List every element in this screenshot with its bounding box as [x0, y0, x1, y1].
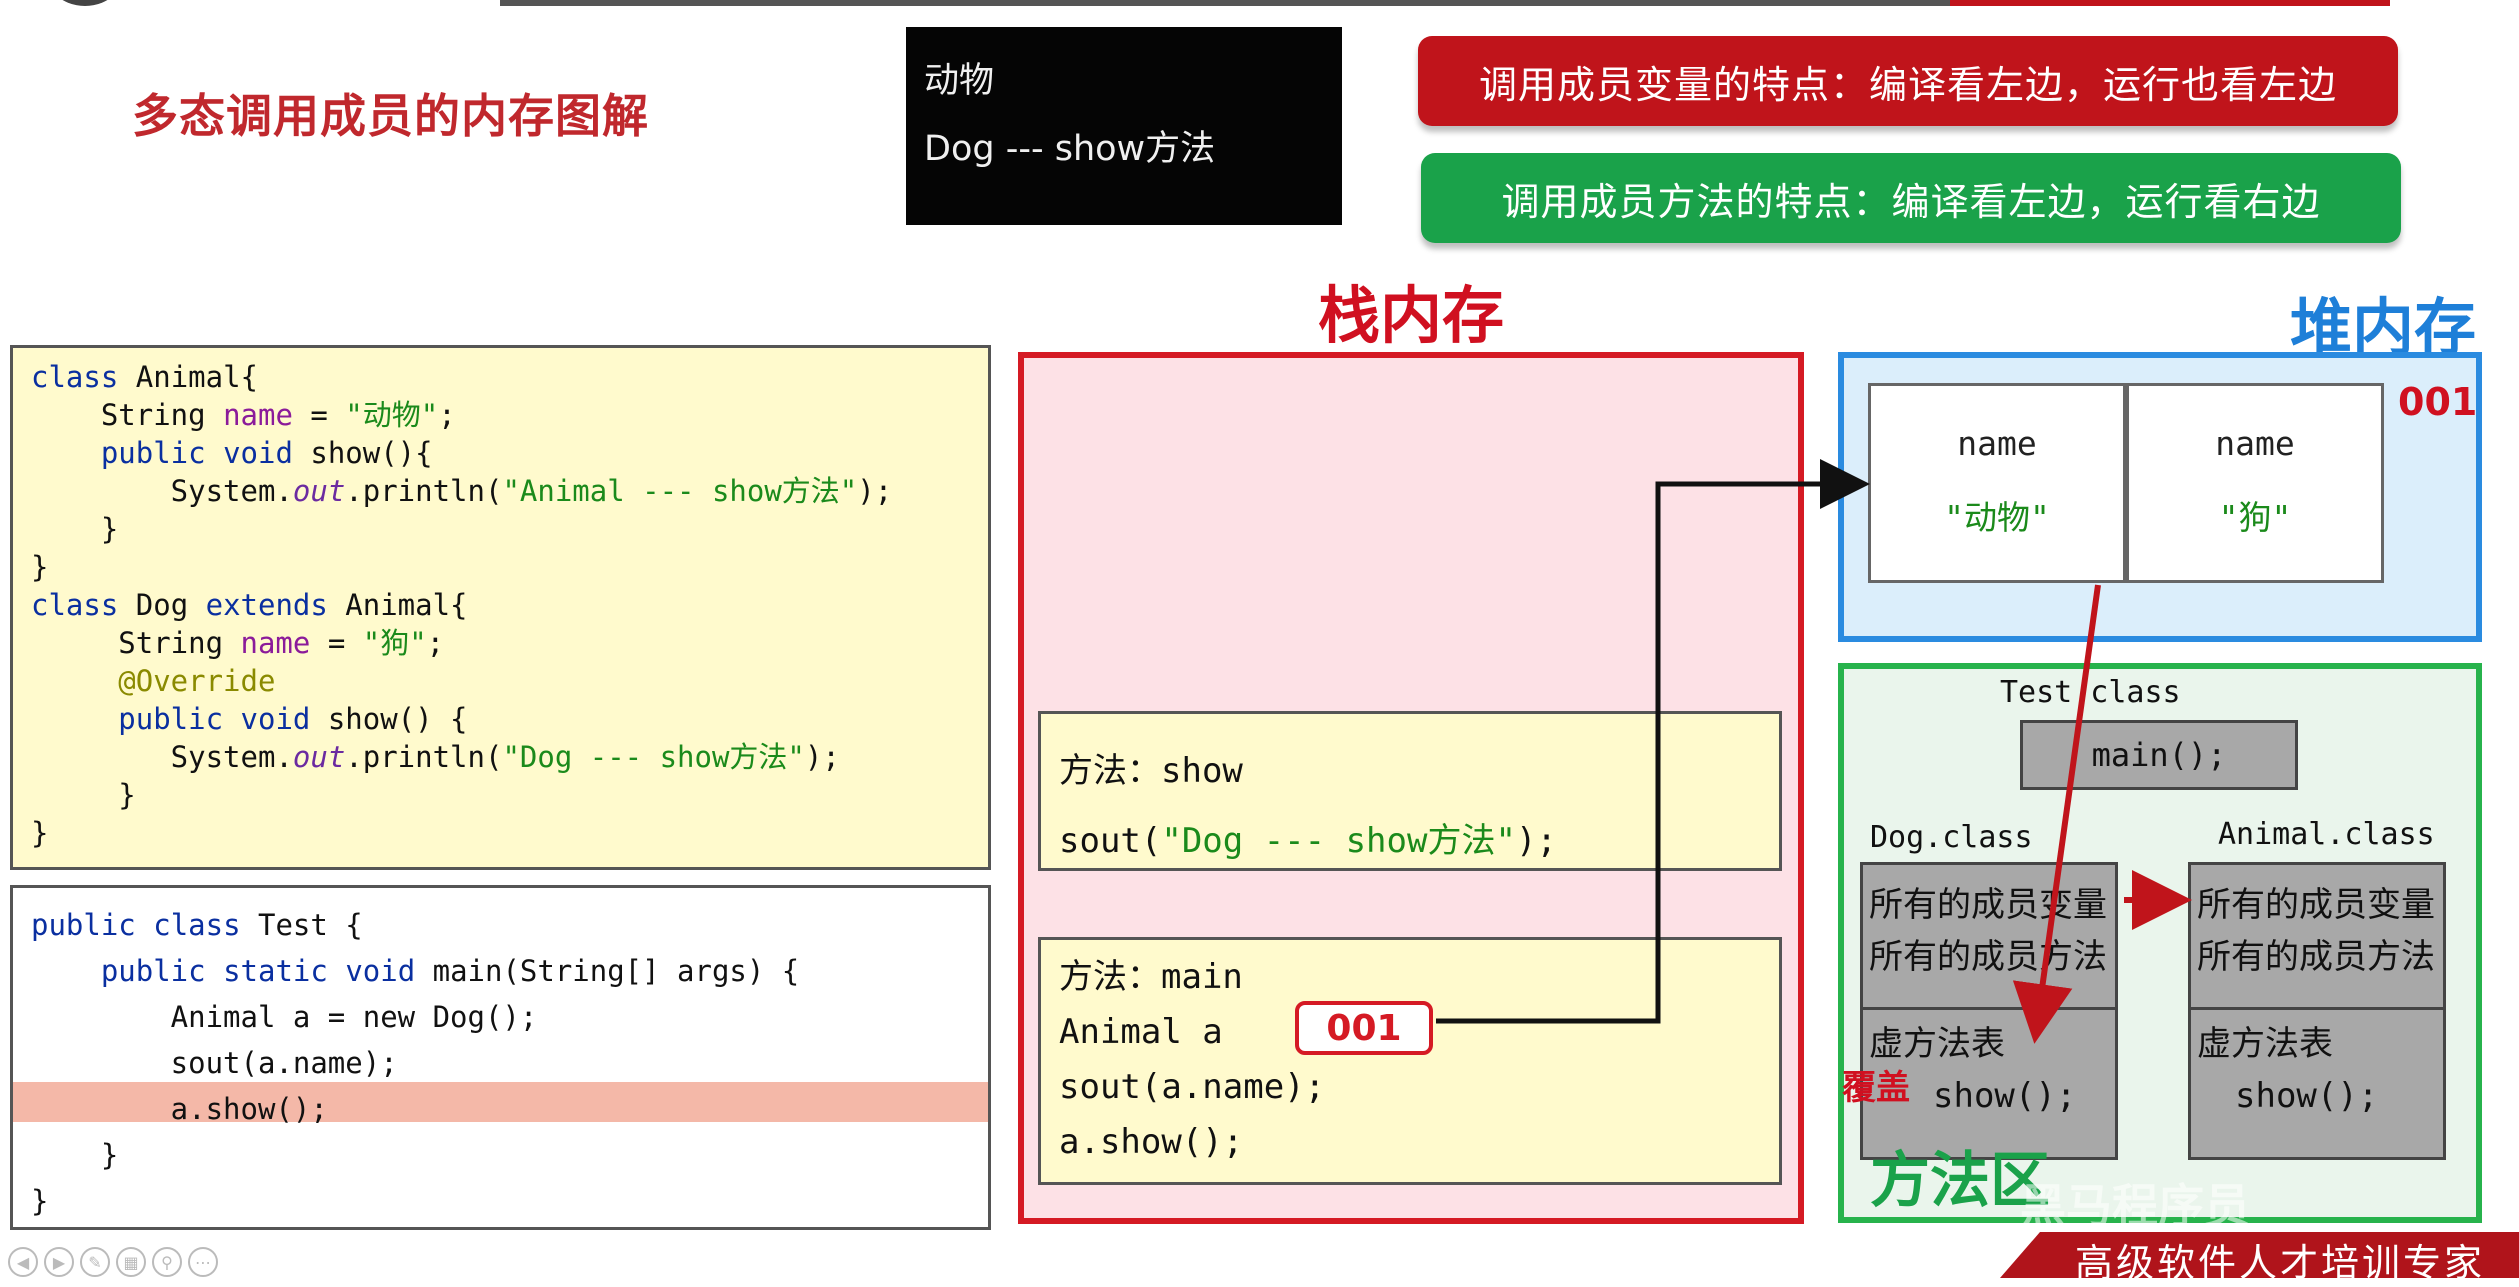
stack-frame-main: 方法：main Animal a sout(a.name); a.show();	[1038, 937, 1782, 1185]
heap-field-animal: name "动物"	[1868, 383, 2126, 583]
code-animal-dog: class Animal{ String name = "动物"; public…	[10, 345, 991, 870]
code-line: sout(a.name);	[31, 1046, 398, 1080]
frame-line: sout("Dog --- show方法");	[1059, 821, 1557, 861]
code-line: }	[31, 1184, 49, 1218]
main-method-box: main();	[2020, 720, 2298, 790]
code-line: System.out.println("Animal --- show方法");	[31, 474, 893, 508]
code-test: public class Test { public static void m…	[10, 885, 991, 1230]
pen-icon[interactable]: ✎	[80, 1247, 110, 1277]
code-line: }	[31, 1138, 119, 1172]
footer-band	[2000, 1232, 2519, 1278]
code-line: public class Test {	[31, 908, 363, 942]
member-methods: 所有的成员方法	[1869, 937, 2107, 977]
frame-line: Animal a	[1059, 1012, 1223, 1052]
zoom-icon[interactable]: ⚲	[152, 1247, 182, 1277]
code-line: }	[31, 816, 49, 850]
field-value: "动物"	[1944, 498, 2050, 537]
field-rule-banner: 调用成员变量的特点：编译看左边，运行也看左边	[1418, 36, 2398, 126]
member-vars: 所有的成员变量	[2197, 885, 2435, 925]
code-line: public void show(){	[31, 436, 433, 470]
field-value: "狗"	[2218, 498, 2292, 537]
dog-class-box: 所有的成员变量 所有的成员方法 虚方法表 show();	[1860, 862, 2118, 1160]
frame-header: 方法：show	[1059, 751, 1243, 791]
code-line: String name = "动物";	[31, 398, 456, 432]
stack-title: 栈内存	[1318, 279, 1505, 352]
animal-class-label: Animal.class	[2218, 817, 2435, 852]
vtable-label: 虚方法表	[1869, 1024, 2005, 1064]
current-line-highlight	[13, 1082, 988, 1122]
code-line: String name = "狗";	[31, 626, 445, 660]
watermark: 黑马程序员	[2020, 1179, 2250, 1233]
frame-header: 方法：main	[1059, 957, 1243, 997]
logo-badge	[40, 0, 130, 6]
field-name: name	[2215, 424, 2295, 463]
reference-address: 001	[1295, 1001, 1433, 1055]
vtable-show: show();	[2235, 1076, 2379, 1116]
heap-address: 001	[2398, 380, 2478, 424]
field-name: name	[1957, 424, 2037, 463]
code-line: class Dog extends Animal{	[31, 588, 468, 622]
code-line: a.show();	[31, 1092, 328, 1126]
more-options-icon[interactable]: ⋯	[188, 1247, 218, 1277]
reference-arrow	[1436, 459, 1870, 1024]
code-line: }	[31, 778, 136, 812]
heap-title: 堆内存	[2290, 291, 2477, 364]
code-line: class Animal{	[31, 360, 258, 394]
member-methods: 所有的成员方法	[2197, 937, 2435, 977]
vtable-show: show();	[1933, 1076, 2077, 1116]
code-line: public static void main(String[] args) {	[31, 954, 800, 988]
prev-slide-icon[interactable]: ◀	[8, 1247, 38, 1277]
code-line: }	[31, 512, 119, 546]
next-slide-icon[interactable]: ▶	[44, 1247, 74, 1277]
slides-grid-icon[interactable]: ▦	[116, 1247, 146, 1277]
frame-line: a.show();	[1059, 1122, 1244, 1162]
code-line: }	[31, 550, 49, 584]
test-class-label: Test class	[2000, 675, 2181, 710]
animal-class-box: 所有的成员变量 所有的成员方法 虚方法表 show();	[2188, 862, 2446, 1160]
frame-line: sout(a.name);	[1059, 1067, 1326, 1107]
vtable-label: 虚方法表	[2197, 1024, 2333, 1064]
dog-class-label: Dog.class	[1870, 820, 2033, 855]
method-area-title: 方法区	[1870, 1146, 2050, 1216]
member-vars: 所有的成员变量	[1869, 885, 2107, 925]
console-output: 动物 Dog --- show方法	[906, 27, 1342, 225]
top-divider-accent	[1950, 0, 2390, 6]
method-rule-banner: 调用成员方法的特点：编译看左边，运行看右边	[1421, 153, 2401, 243]
heap-field-dog: name "狗"	[2126, 383, 2384, 583]
console-line: Dog --- show方法	[924, 129, 1216, 169]
console-line: 动物	[924, 61, 995, 101]
top-divider	[500, 0, 1950, 6]
override-label: 覆盖	[1842, 1068, 1910, 1108]
code-line: System.out.println("Dog --- show方法");	[31, 740, 840, 774]
code-line: @Override	[31, 664, 276, 698]
lookup-arrow	[2012, 584, 2101, 1044]
code-line: public void show() {	[31, 702, 468, 736]
code-line: Animal a = new Dog();	[31, 1000, 538, 1034]
footer-slogan: 高级软件人才培训专家	[2075, 1241, 2486, 1285]
page-title: 多态调用成员的内存图解	[132, 89, 649, 143]
